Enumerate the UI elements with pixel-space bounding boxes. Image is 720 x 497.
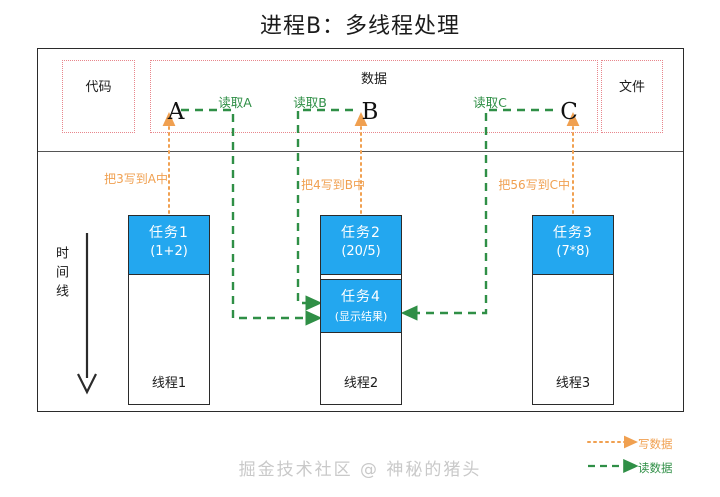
- code-region-box: [62, 60, 135, 133]
- file-region-box: [601, 60, 663, 133]
- thread-1-label: 线程1: [151, 376, 187, 391]
- task-4-title: 任务4: [341, 289, 381, 305]
- read-path-b: [296, 108, 353, 311]
- data-region-box: [150, 60, 598, 133]
- write-b-label: 把4写到B中: [301, 178, 365, 192]
- write-a-label: 把3写到A中: [104, 172, 168, 186]
- code-region-label: 代码: [85, 80, 112, 95]
- thread-3-label: 线程3: [555, 376, 591, 391]
- read-c-label: 读取C: [473, 95, 507, 110]
- watermark: 掘金技术社区 @ 神秘的猪头: [238, 460, 482, 480]
- read-path-c: [400, 108, 553, 321]
- task-1-expression: (1+2): [150, 244, 188, 259]
- file-region-label: 文件: [618, 80, 645, 95]
- process-frame: [37, 48, 684, 412]
- task-2-title: 任务2: [341, 225, 381, 241]
- task-box-3[interactable]: 任务3 (7*8): [532, 215, 614, 275]
- timeline-arrow: [77, 233, 97, 395]
- read-path-a: [181, 108, 323, 326]
- task-3-expression: (7*8): [556, 244, 590, 259]
- timeline-label: 时间线: [50, 246, 72, 303]
- task-1-title: 任务1: [149, 225, 189, 241]
- legend-write-label: 写数据: [638, 437, 673, 451]
- variable-c-label: C: [560, 99, 578, 125]
- variable-b-label: B: [361, 99, 379, 125]
- task-4-expression: (显示结果): [334, 310, 388, 323]
- timeline-char-1: 时间线: [53, 246, 68, 303]
- write-c-label: 把56写到C中: [498, 178, 570, 192]
- page-title: 进程B：多线程处理: [259, 14, 461, 39]
- task-box-4[interactable]: 任务4 (显示结果): [320, 279, 402, 333]
- thread-2-label: 线程2: [343, 376, 379, 391]
- data-region-label: 数据: [360, 72, 387, 87]
- legend-read-label: 读数据: [638, 461, 673, 475]
- variable-a-label: A: [167, 99, 185, 125]
- read-b-label: 读取B: [293, 95, 327, 110]
- task-box-1[interactable]: 任务1 (1+2): [128, 215, 210, 275]
- read-a-label: 读取A: [218, 95, 252, 110]
- task-box-2[interactable]: 任务2 (20/5): [320, 215, 402, 275]
- task-2-expression: (20/5): [341, 244, 381, 259]
- task-3-title: 任务3: [553, 225, 593, 241]
